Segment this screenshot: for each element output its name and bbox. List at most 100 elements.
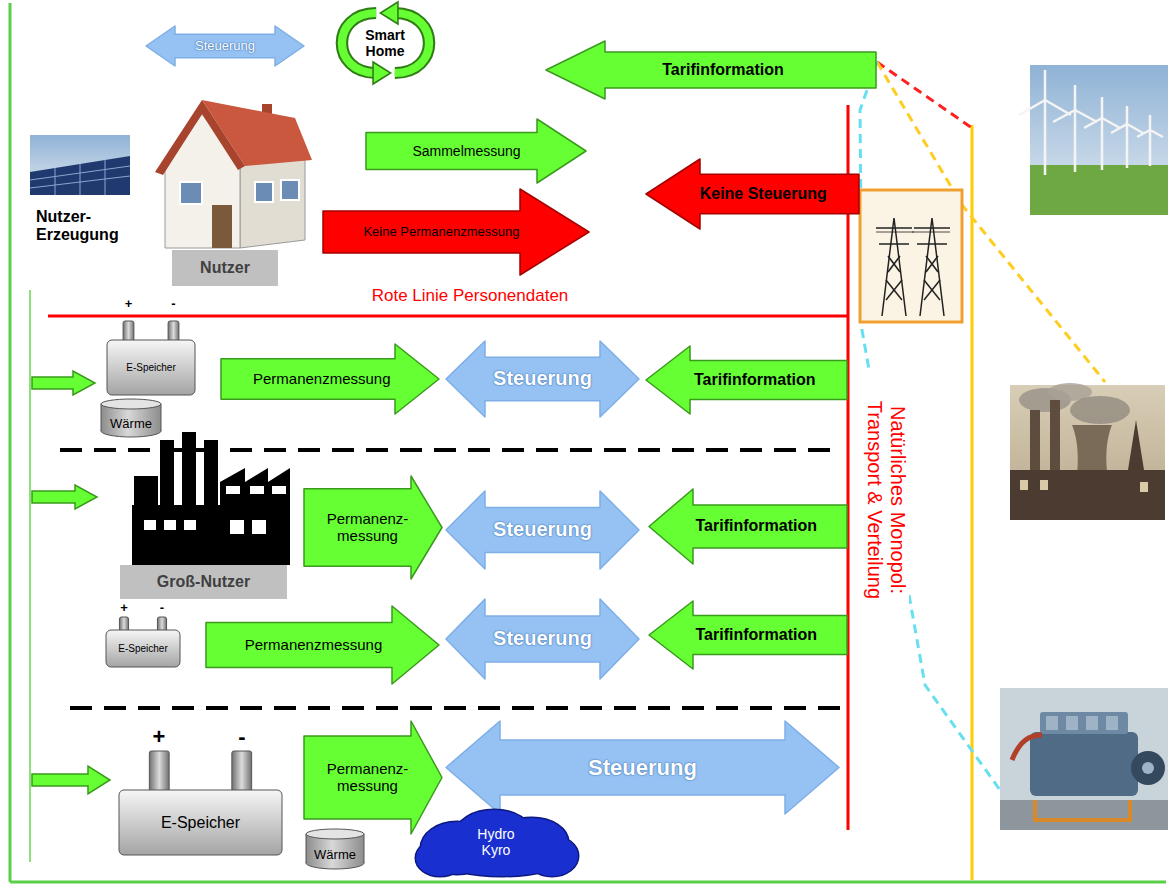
- power-plant-picture: [1020, 480, 1028, 490]
- pylon-picture: [876, 218, 950, 316]
- power-plant-picture: [1010, 385, 1165, 520]
- text-area: Permanenzmessung: [226, 359, 418, 399]
- cylinder-top: [101, 399, 161, 409]
- wind-farm-picture: [1075, 110, 1097, 122]
- tariff-arrow: Tarifinformation: [645, 345, 848, 415]
- hydro-cryo-cloud: Hydro Kyro: [412, 806, 580, 878]
- tariff-arrow: Tarifinformation: [545, 40, 877, 100]
- boundary-line: [48, 105, 972, 880]
- cloud-lobe: [416, 840, 464, 876]
- text-area: E-Speicher: [110, 340, 192, 396]
- pylon-picture: [920, 218, 944, 316]
- control-arrow-body: [446, 721, 839, 814]
- battery-body: [119, 790, 282, 855]
- factory-picture: [164, 520, 176, 530]
- tariff-arrow-body: [649, 489, 847, 564]
- power-plant-picture: [1010, 470, 1165, 520]
- node-text: Permanenzmessung: [245, 636, 383, 653]
- text-area: Tarifinformation: [575, 52, 871, 88]
- engine-picture: [1030, 732, 1138, 796]
- engine-picture: [1131, 751, 1165, 785]
- factory-picture: [144, 520, 156, 530]
- battery-body: [106, 630, 180, 667]
- house-picture: [212, 205, 232, 248]
- frame-line: [10, 881, 1166, 884]
- text-area: Permanenz- messung: [309, 489, 427, 567]
- factory-picture: [182, 432, 196, 510]
- cylinder-side: [101, 404, 102, 431]
- node-text: Permanenz- messung: [313, 760, 423, 795]
- cylinder-side: [364, 834, 365, 863]
- node-text: Wärme: [314, 848, 356, 863]
- storage-battery-outline: [118, 750, 283, 856]
- node-text: Sammelmessung: [412, 143, 520, 159]
- text-area: Steuerung: [160, 34, 290, 58]
- wind-farm-picture: [1044, 100, 1047, 175]
- pylon-picture: [882, 218, 906, 316]
- text-area: Wärme: [103, 410, 159, 438]
- smart-home-icon: Smart Home: [316, 5, 455, 81]
- heat-storage-cylinder: Wärme: [100, 398, 162, 438]
- control-arrow: Steuerung: [445, 598, 640, 680]
- input-arrow: [32, 371, 95, 395]
- node-text: Groß-Nutzer: [157, 573, 250, 591]
- label-box-fill: [172, 250, 278, 286]
- control-arrow: Steuerung: [445, 340, 640, 418]
- text-area: Steuerung: [465, 616, 620, 662]
- frame-line: [29, 290, 31, 862]
- wind-farm-picture: [1084, 97, 1102, 128]
- wind-farm-picture: [1045, 100, 1071, 115]
- factory-picture: [160, 440, 174, 510]
- pylon-picture: [886, 280, 902, 300]
- engine-picture: [1000, 688, 1168, 830]
- terminal-sign: +: [120, 601, 128, 616]
- cylinder-side: [306, 834, 307, 863]
- pylon-picture: [914, 227, 950, 229]
- solar-panel-picture: [80, 164, 81, 195]
- node-text: Steuerung: [493, 367, 592, 390]
- factory-picture: [134, 476, 158, 510]
- wind-farm-picture: [1150, 130, 1163, 137]
- input-arrow: [32, 766, 110, 794]
- wind-farm-picture: [1053, 85, 1075, 122]
- solar-panel-picture: [105, 160, 106, 195]
- wind-farm-picture: [1111, 106, 1127, 133]
- node-text: Tarifinformation: [696, 517, 817, 535]
- house-picture: [155, 100, 245, 175]
- node-text: Tarifinformation: [696, 626, 817, 644]
- power-plant-picture: [1070, 396, 1130, 424]
- storage-battery: E-Speicher: [118, 750, 283, 856]
- node-text: E-Speicher: [118, 643, 167, 655]
- engine-picture: [1142, 762, 1154, 774]
- control-arrow-body: [446, 599, 639, 679]
- node-text: Wärme: [110, 417, 152, 432]
- factory-picture: [132, 505, 290, 565]
- node-text: Steuerung: [493, 627, 592, 650]
- text-area: Steuerung: [465, 357, 620, 401]
- node-text: Keine Steuerung: [700, 185, 827, 203]
- privacy-line-label: Rote Linie Personendaten: [270, 286, 670, 306]
- text-area: Keine Permanenzmessung: [328, 211, 555, 253]
- factory-picture: [230, 520, 244, 534]
- user-label-box: Nutzer: [172, 250, 278, 286]
- text-area: Smart Home: [357, 22, 413, 65]
- generation-label: Nutzer- Erzeugung: [36, 208, 144, 245]
- solar-panel-picture: [30, 135, 130, 195]
- node-text: Permanenz- messung: [313, 510, 423, 545]
- control-arrow-body: [446, 341, 639, 417]
- wind-farm-picture: [1019, 70, 1045, 115]
- solar-panel-picture: [55, 168, 56, 195]
- engine-picture: [1012, 735, 1042, 760]
- control-arrow-body: [146, 26, 304, 66]
- house-picture: [281, 180, 299, 200]
- metering-arrow-body: [221, 344, 439, 414]
- text-area: E-Speicher: [122, 790, 279, 856]
- label-box-fill: [120, 565, 287, 599]
- wind-farm-picture: [1019, 65, 1168, 215]
- text-area: Steuerung: [473, 740, 813, 795]
- boundary-line: [971, 125, 974, 880]
- node-text: Steuerung: [195, 39, 255, 54]
- engine-picture: [1040, 712, 1128, 734]
- pylon-picture: [924, 280, 940, 300]
- text-area: Permanenzmessung: [211, 623, 416, 668]
